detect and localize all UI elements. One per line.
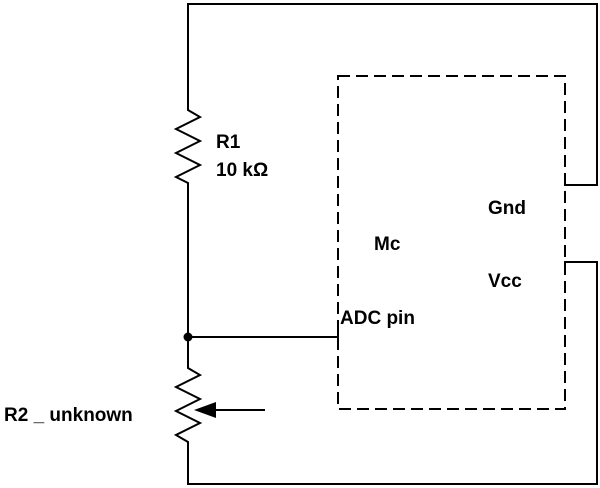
vcc-pin-label: Vcc bbox=[488, 271, 522, 292]
r2-name-label: R2 _ unknown bbox=[4, 405, 133, 426]
resistor-r2 bbox=[173, 361, 203, 451]
r1-value-label: 10 kΩ bbox=[216, 160, 268, 181]
wire-junction-to-adc bbox=[187, 324, 339, 338]
microcontroller-box bbox=[337, 75, 566, 410]
adc-pin-label: ADC pin bbox=[340, 308, 415, 329]
mcu-name-label: Mc bbox=[374, 234, 401, 255]
r1-name-label: R1 bbox=[216, 132, 241, 153]
gnd-pin-label: Gnd bbox=[488, 198, 526, 219]
variable-arrow-head bbox=[194, 402, 216, 418]
wire-r2-to-vcc bbox=[187, 261, 598, 485]
wire-top-to-gnd bbox=[187, 3, 598, 186]
resistor-r1 bbox=[173, 102, 203, 196]
